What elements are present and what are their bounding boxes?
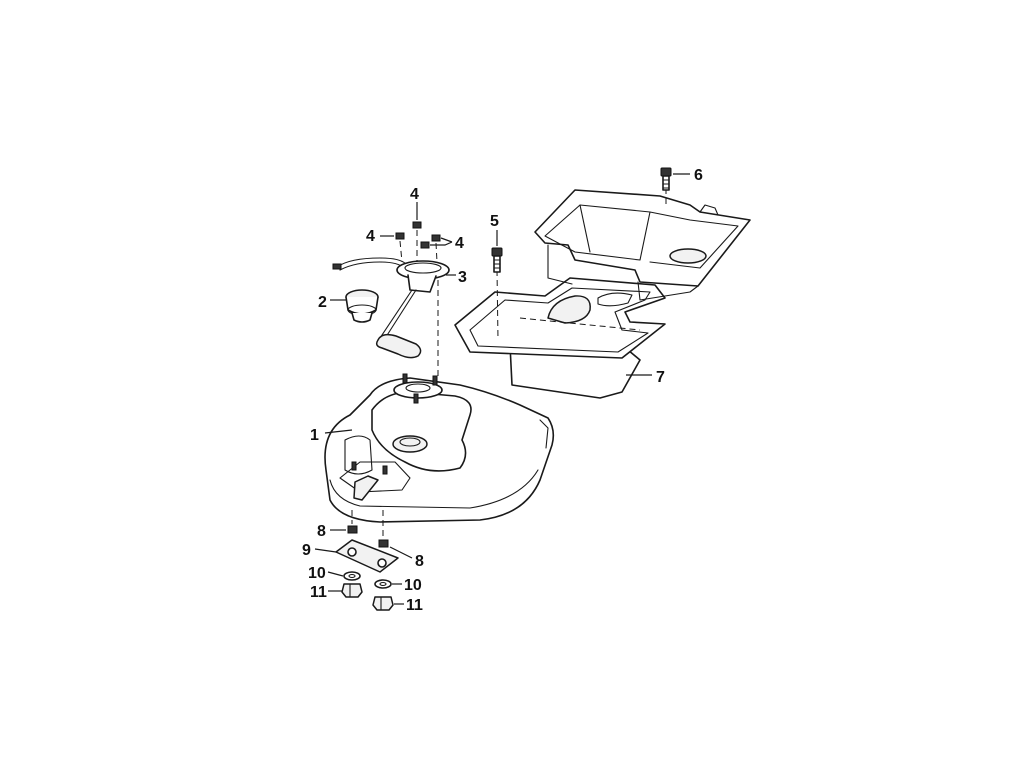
callout-4-left: 4 xyxy=(366,228,375,245)
callout-4-right: 4 xyxy=(455,235,464,252)
callout-1: 1 xyxy=(310,427,319,444)
nut-4-right xyxy=(431,234,441,263)
callout-10-right: 10 xyxy=(404,577,422,594)
callout-6: 6 xyxy=(694,167,703,184)
nut-4-left xyxy=(395,232,405,263)
washer-10-right xyxy=(374,579,392,589)
hex-nut-11-left xyxy=(341,583,363,598)
fuel-tank xyxy=(324,373,555,523)
storage-box xyxy=(454,178,751,399)
callout-11-left: 11 xyxy=(310,584,327,601)
leader-lines xyxy=(314,173,690,605)
callout-5: 5 xyxy=(490,213,499,230)
nut-4-mid xyxy=(420,241,430,249)
callout-11-right: 11 xyxy=(406,597,423,614)
nut-8-left xyxy=(347,510,358,534)
hex-nut-11-right xyxy=(372,596,394,611)
nut-4-top xyxy=(412,221,422,262)
callout-7: 7 xyxy=(656,369,665,386)
callout-3: 3 xyxy=(458,269,467,286)
fuel-sender xyxy=(332,257,450,380)
bolt-5 xyxy=(491,247,503,273)
nut-8-right xyxy=(378,510,389,548)
callout-8-left: 8 xyxy=(317,523,326,540)
mounting-plate xyxy=(335,539,399,573)
callout-10-left: 10 xyxy=(308,565,326,582)
callout-9: 9 xyxy=(302,542,311,559)
bolt-6 xyxy=(660,167,672,191)
fuel-cap xyxy=(345,289,379,323)
callout-8-right: 8 xyxy=(415,553,424,570)
callout-2: 2 xyxy=(318,294,327,311)
callout-4-top: 4 xyxy=(410,186,419,203)
washer-10-left xyxy=(343,571,361,581)
